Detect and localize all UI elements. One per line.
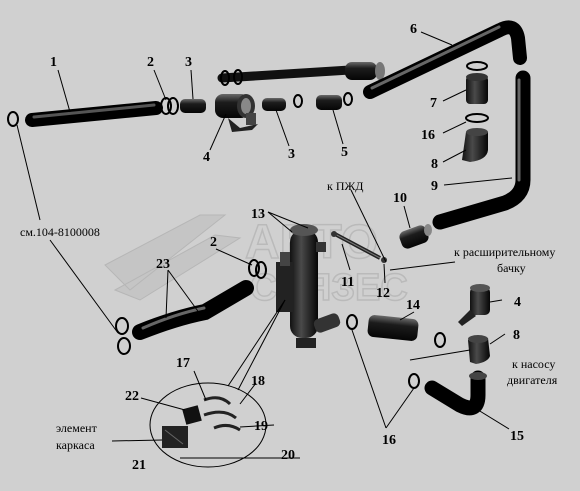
part-number: 2 <box>210 235 217 250</box>
clamp-mid-1 <box>293 94 303 108</box>
part-number: 3 <box>185 55 192 70</box>
sleeve-3a <box>180 99 206 113</box>
upper-assembly <box>217 62 385 86</box>
part-number: 15 <box>510 429 524 444</box>
leader-lines <box>16 31 513 459</box>
part-number: 12 <box>376 286 390 301</box>
watermark-text-2: СВЯЗЕС <box>250 267 408 309</box>
clamp-7-top <box>466 61 488 71</box>
annotations: см.104-8100008 к ПЖД к расширительному б… <box>20 179 558 452</box>
part-number: 8 <box>513 328 520 343</box>
sleeve-3b <box>262 98 286 111</box>
clamp-mid-2 <box>343 92 353 106</box>
part-number: 17 <box>176 356 190 371</box>
part-number: 1 <box>50 55 57 70</box>
detail-circle <box>149 382 267 468</box>
part-number: 14 <box>406 298 420 313</box>
reference-label: см.104-8100008 <box>20 225 100 239</box>
part-number: 9 <box>431 179 438 194</box>
clamp-14 <box>434 332 446 348</box>
sleeve-7 <box>466 76 488 104</box>
pipe-6 <box>363 20 527 99</box>
expansion-tank-label-1: к расширительному <box>454 245 555 259</box>
sleeve-14 <box>367 315 419 341</box>
part-number: 21 <box>132 458 146 473</box>
hose-23 <box>132 280 254 340</box>
part-number: 2 <box>147 55 154 70</box>
part-number: 4 <box>514 295 521 310</box>
hose-9 <box>432 70 531 230</box>
expansion-tank-label-2: бачку <box>497 261 526 275</box>
hose-15 <box>424 370 487 416</box>
clamp-16a <box>465 113 489 123</box>
clamp-2b-2 <box>255 261 267 279</box>
part-number: 16 <box>382 433 396 448</box>
part-number: 8 <box>431 157 438 172</box>
hose-1 <box>25 101 163 127</box>
elbow-8a <box>462 128 488 162</box>
elbow-8b <box>468 335 490 364</box>
part-number: 23 <box>156 257 170 272</box>
part-number: 16 <box>421 128 435 143</box>
part-number: 13 <box>251 207 265 222</box>
part-number: 18 <box>251 374 265 389</box>
fitting-10 <box>399 224 432 249</box>
clamp-2a-1 <box>160 97 172 115</box>
part-number: 19 <box>254 419 268 434</box>
part-number: 11 <box>341 275 354 290</box>
tank-13 <box>276 224 341 348</box>
sleeve-5 <box>316 95 342 110</box>
clamp-tank-outlet <box>346 314 358 330</box>
valve-4b <box>458 284 490 326</box>
clamp-16b <box>408 373 420 389</box>
clamp-left <box>7 111 19 127</box>
part-numbers: 1 2 3 4 3 5 6 7 16 8 9 10 13 2 23 11 12 … <box>50 22 524 473</box>
part-number: 6 <box>410 22 417 37</box>
part-number: 7 <box>430 96 437 111</box>
clamp-23a <box>115 317 129 335</box>
clamp-23b <box>117 337 131 355</box>
pump-label-1: к насосу <box>512 357 555 371</box>
clamp-2a-2 <box>167 97 179 115</box>
part-number: 3 <box>288 147 295 162</box>
part-number: 4 <box>203 150 210 165</box>
valve-4a <box>215 94 258 132</box>
clamp-2b-1 <box>248 259 260 277</box>
part-number: 20 <box>281 448 295 463</box>
part-number: 22 <box>125 389 139 404</box>
frame-label-1: элемент <box>56 421 98 435</box>
pzhd-label: к ПЖД <box>327 179 363 193</box>
pump-label-2: двигателя <box>507 373 558 387</box>
frame-label-2: каркаса <box>56 438 95 452</box>
rod-11 <box>331 231 381 260</box>
part-number: 5 <box>341 145 348 160</box>
part-number: 10 <box>393 191 407 206</box>
